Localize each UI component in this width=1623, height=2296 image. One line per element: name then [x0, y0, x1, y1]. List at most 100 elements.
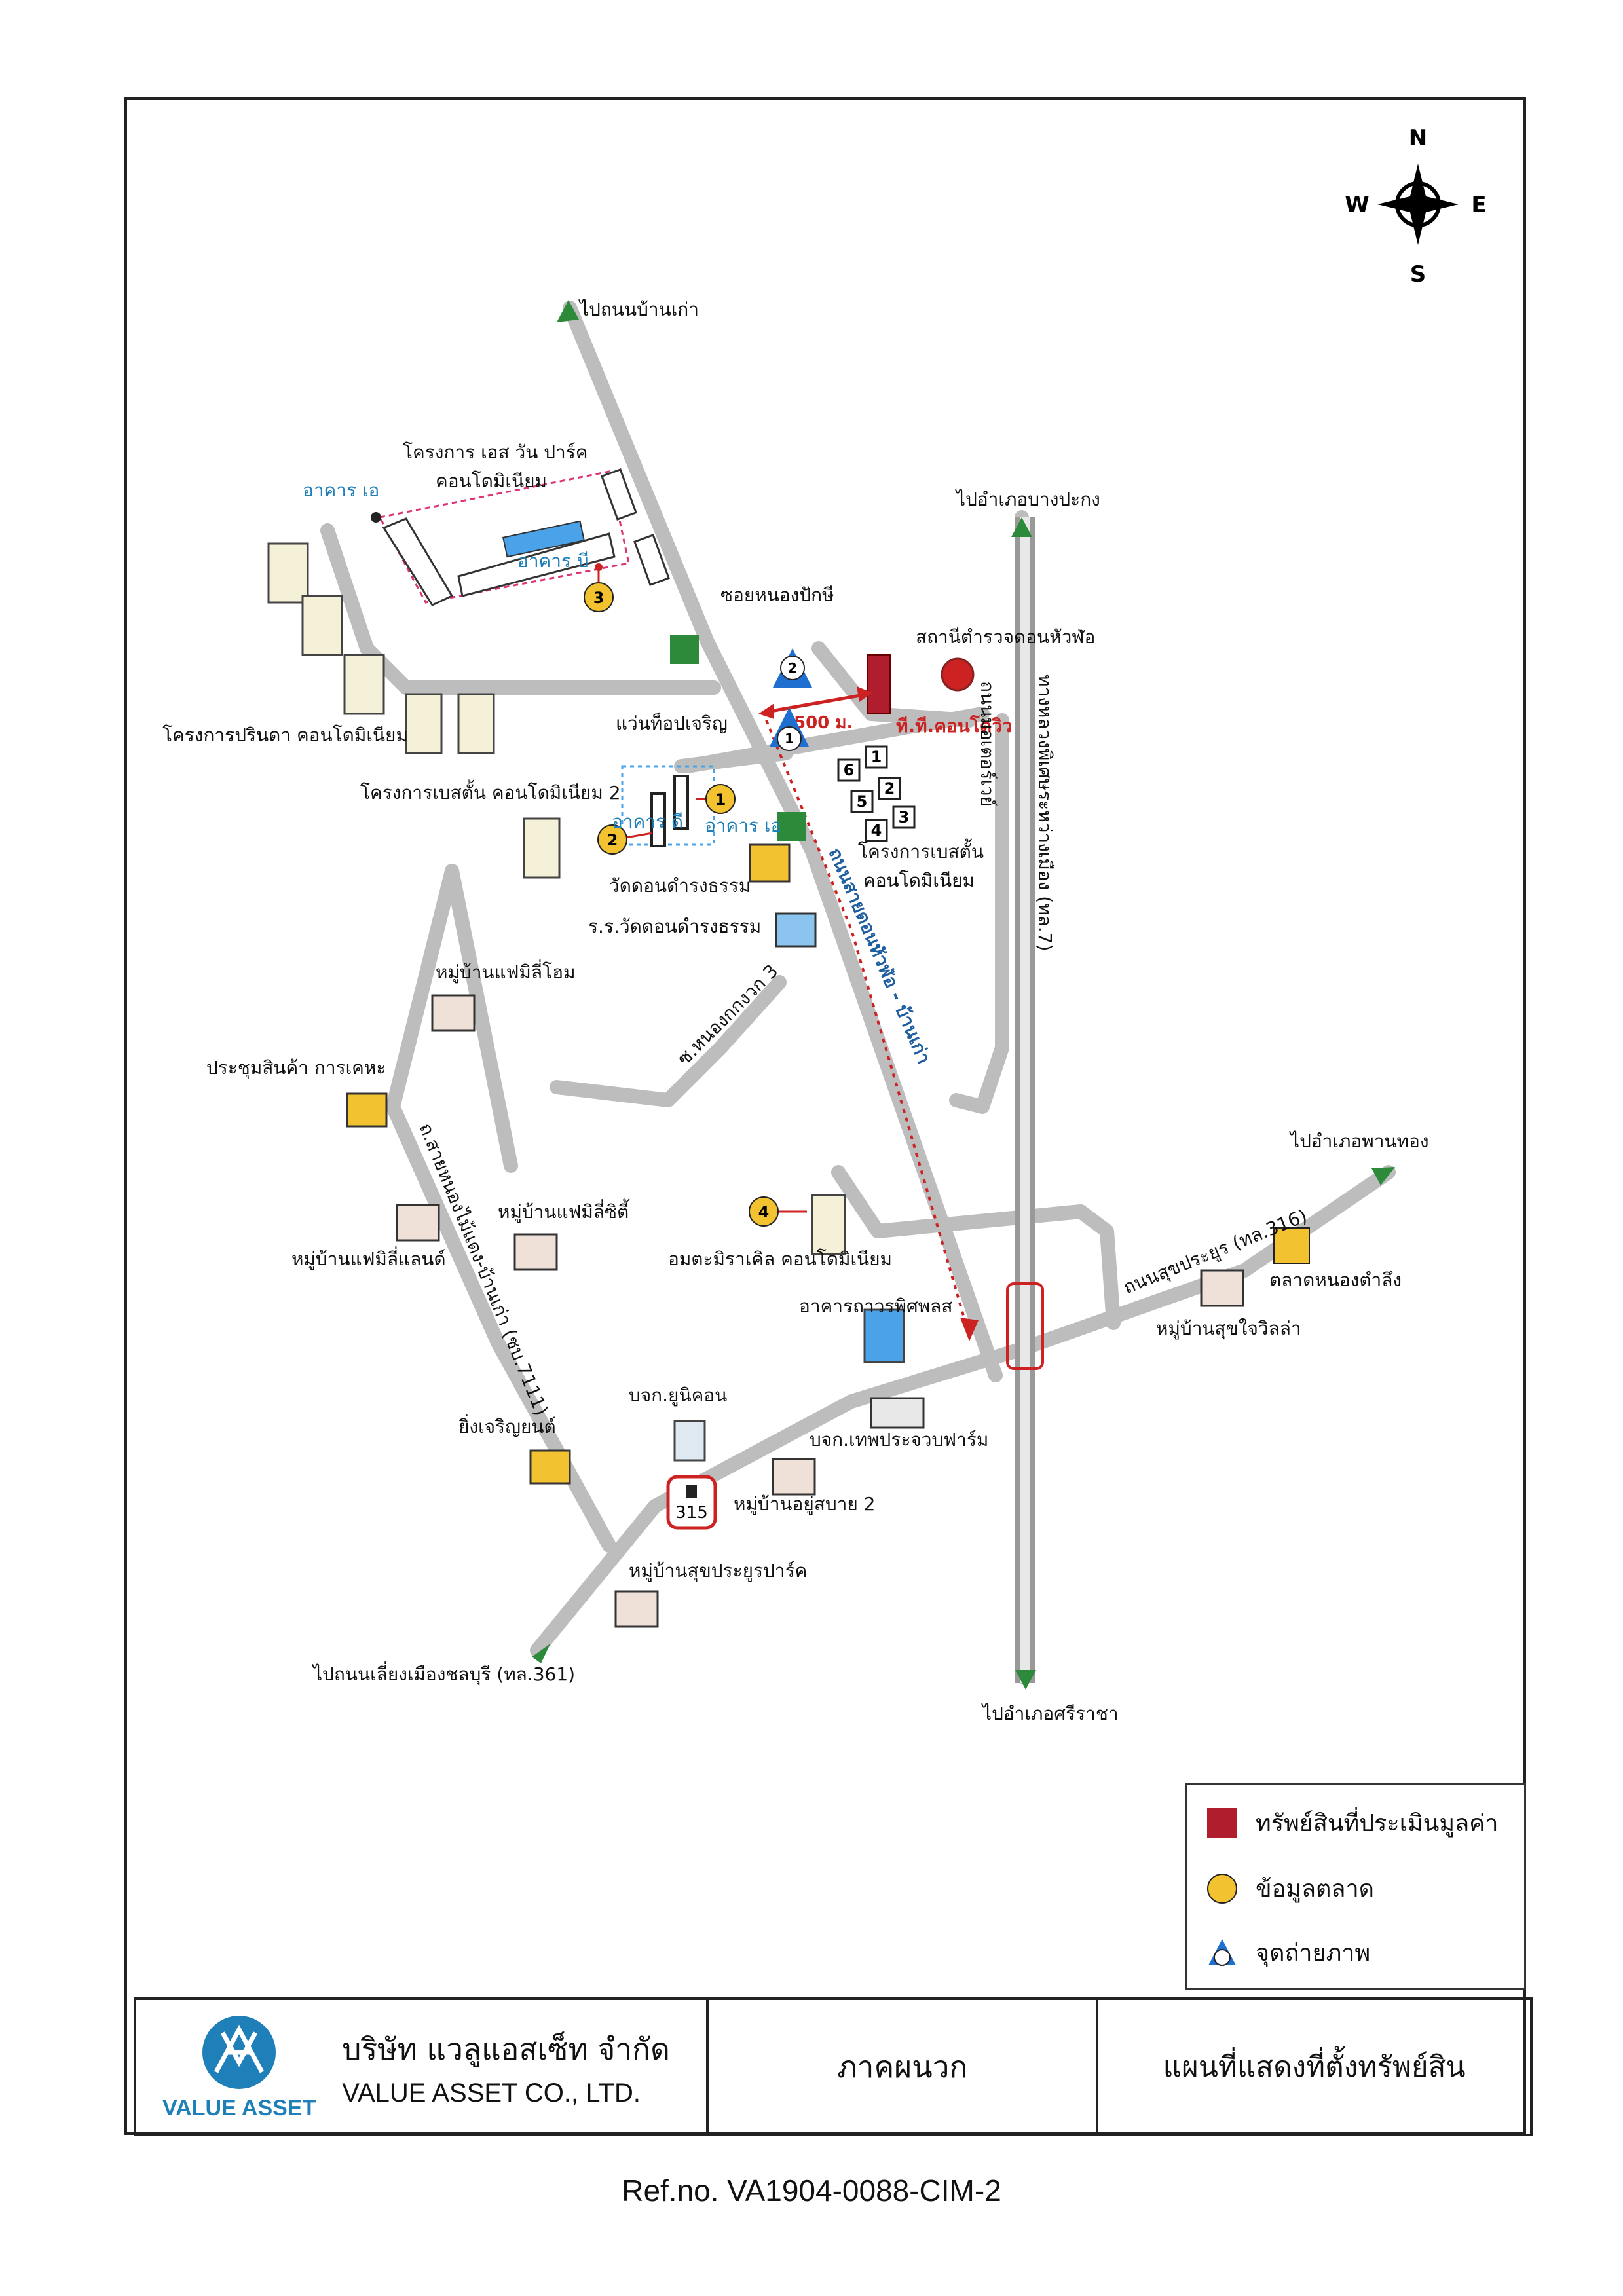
building-icons [267, 542, 905, 1462]
legend-subject-label: ทรัพย์สินที่ประเมินมูลค่า [1256, 1810, 1499, 1837]
label-to-chonburi: ไปถนนเลี่ยงเมืองชลบุรี (ทล.361) [312, 1661, 575, 1686]
block-6: 6 [844, 761, 855, 779]
label-best-1: โครงการเบสตั้น [858, 838, 984, 862]
label-school: ร.ร.วัดดอนดำรงธรรม [588, 916, 761, 937]
road-sukprayoon-west [530, 1342, 1029, 1657]
brand-name: VALUE ASSET [162, 2095, 316, 2120]
route-arrow [960, 1318, 979, 1341]
label-tower: อาคารถาวรพิศพลส [799, 1295, 952, 1317]
label-family-land: หมู่บ้านแฟมิลี่แลนด์ [291, 1246, 446, 1270]
label-best-2: โครงการเบสตั้น คอนโดมิเนียม 2 [360, 779, 621, 804]
block-1: 1 [871, 748, 882, 766]
police-icon [941, 657, 975, 692]
label-yingcharoen: ยิ่งเจริญยนต์ [458, 1414, 556, 1437]
title-block: VALUE ASSET บริษัท แวลูแอสเซ็ท จำกัด VAL… [134, 1997, 1533, 2136]
legend-photo: จุดถ่ายภาพ [1207, 1934, 1370, 1971]
road-to-bang-kao-link [674, 746, 793, 773]
label-bldg-b: อาคาร บี [517, 550, 589, 572]
road-motorway [949, 713, 1009, 1114]
label-unicon: บจก.ยูนิคอน [629, 1384, 727, 1407]
section-cell: ภาคผนวก [709, 1997, 1099, 2136]
market-marker-3: 3 [593, 589, 605, 607]
block-4: 4 [871, 821, 882, 840]
road-nong-kan [550, 975, 787, 1107]
company-cell: VALUE ASSET บริษัท แวลูแอสเซ็ท จำกัด VAL… [134, 1997, 709, 2136]
label-police: สถานีตำรวจดอนหัวฬ่อ [916, 626, 1095, 648]
compass: N S E W [1345, 125, 1486, 287]
title-cell: แผนที่แสดงที่ตั้งทรัพย์สิน [1098, 1997, 1533, 2136]
road-east-loop [831, 1165, 1121, 1330]
market-marker-4: 4 [758, 1203, 770, 1221]
roads [320, 301, 1396, 1684]
seven-eleven-icon [670, 635, 699, 664]
label-suk-park: หมู่บ้านสุขประยูรปาร์ค [629, 1560, 807, 1582]
label-soi-nong-kan: ซ.หนองกกงวก 3 [673, 960, 783, 1069]
label-expo: ประชุมสินค้า การเคหะ [206, 1057, 386, 1079]
label-top-charoen: แว่นท็อปเจริญ [616, 712, 728, 734]
label-best-1b: คอนโดมิเนียม [863, 870, 975, 891]
compass-n: N [1409, 125, 1427, 151]
legend: ทรัพย์สินที่ประเมินมูลค่า ข้อมูลตลาด จุด… [1185, 1783, 1526, 1990]
label-bldg-a2: อาคาร เอ [705, 815, 781, 836]
road-west-dead [445, 864, 518, 1173]
label-subject: ที.ที.คอนโดวิว [896, 714, 1013, 737]
compass-w: W [1345, 192, 1370, 218]
distance-500m: 500 ม. [758, 686, 872, 733]
label-family-home: หมู่บ้านแฟมิลี่โฮม [436, 959, 576, 984]
market-icon [1273, 1227, 1310, 1264]
label-to-bang-pakong: ไปอำเภอบางปะกง [955, 489, 1100, 510]
label-rd-motorway: ถนนมอเตอร์เวย์ [977, 681, 998, 807]
label-rd-hwy7: ทางหลวงพิเศษระหว่างเมือง (ทล.7) [1034, 675, 1056, 951]
label-market: ตลาดหนองตำลึง [1269, 1269, 1402, 1291]
photo-point-2: 2 [788, 660, 797, 676]
company-logo: VALUE ASSET [162, 2013, 316, 2121]
best-2-buildings [650, 775, 689, 847]
best-1-blocks: 6 1 5 2 4 3 [837, 745, 916, 842]
market-marker-1: 1 [715, 790, 726, 809]
section-label: ภาคผนวก [837, 2048, 968, 2084]
label-s-one-park-2: คอนโดมิเนียม [436, 470, 547, 492]
highway-7 [1006, 517, 1044, 1683]
road-arrows [532, 300, 1395, 1690]
road-sai-7111 [386, 864, 616, 1553]
shield-315: 315 [666, 1475, 717, 1530]
map-labels: ไปถนนบ้านเก่า โครงการ เอส วัน ปาร์ค คอนโ… [162, 299, 1429, 1724]
legend-photo-label: จุดถ่ายภาพ [1256, 1940, 1371, 1967]
label-suk-villa: หมู่บ้านสุขใจวิลล่า [1156, 1318, 1301, 1340]
label-yoo-sabai: หมู่บ้านอยู่สบาย 2 [734, 1493, 875, 1515]
map-title: แผนที่แสดงที่ตั้งทรัพย์สิน [1163, 2050, 1466, 2084]
company-name-th: บริษัท แวลูแอสเซ็ท จำกัด [342, 2031, 670, 2067]
label-s-one-park: โครงการ เอส วัน ปาร์ค [403, 441, 588, 463]
legend-subject: ทรัพย์สินที่ประเมินมูลค่า [1207, 1804, 1498, 1842]
label-bldg-a1: อาคาร เอ [303, 479, 379, 501]
best-2-site [621, 765, 715, 846]
label-parinda: โครงการปรินดา คอนโดมิเนียม [162, 724, 408, 746]
seven-eleven-icon-2 [777, 812, 806, 841]
value-asset-logo-icon [202, 2015, 276, 2089]
legend-subject-swatch [1207, 1807, 1237, 1838]
label-soi-nong-pak-chi: ซอยหนองปักษี [720, 584, 834, 606]
legend-market-label: ข้อมูลตลาด [1256, 1876, 1375, 1902]
company-name-en: VALUE ASSET CO., LTD. [342, 2079, 641, 2107]
label-bldg-d: อาคาร ดี [612, 811, 683, 832]
label-family-city: หมู่บ้านแฟมิลี่ซิตี้ [498, 1198, 630, 1223]
road-left-loop [320, 523, 721, 695]
subject-property [867, 654, 891, 714]
label-to-ban-kao: ไปถนนบ้านเก่า [578, 299, 699, 320]
label-to-phan-thong: ไปอำเภอพานทอง [1289, 1130, 1429, 1152]
photo-point-1: 1 [785, 731, 794, 747]
label-wat: วัดดอนดำรงธรรม [609, 875, 751, 897]
market-markers: 1 2 3 4 [584, 563, 807, 1227]
photo-points: 1 2 [770, 648, 812, 751]
legend-market: ข้อมูลตลาด [1207, 1870, 1374, 1907]
compass-e: E [1471, 192, 1486, 218]
label-to-sriracha: ไปอำเภอศรีราชา [981, 1703, 1119, 1724]
block-5: 5 [857, 792, 868, 811]
legend-market-swatch [1207, 1873, 1237, 1904]
house-icons [346, 843, 1244, 1628]
block-3: 3 [899, 808, 910, 826]
reference-number: Ref.no. VA1904-0088-CIM-2 [622, 2174, 1001, 2208]
shield-315-label: 315 [675, 1503, 708, 1523]
block-2: 2 [884, 779, 895, 798]
